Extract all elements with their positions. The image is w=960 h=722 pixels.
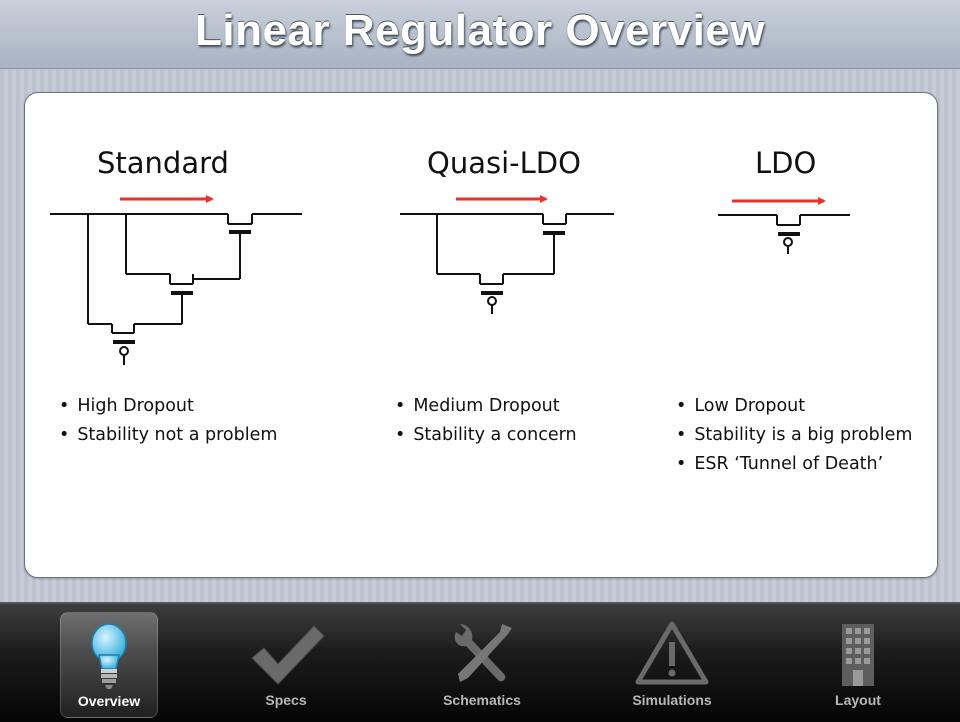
content-panel bbox=[24, 92, 938, 578]
building-icon bbox=[842, 624, 874, 686]
list-item: ESR ‘Tunnel of Death’ bbox=[676, 450, 912, 479]
list-item: Stability not a problem bbox=[59, 421, 277, 450]
tab-label: Simulations bbox=[632, 692, 712, 708]
tab-overview[interactable]: Overview bbox=[60, 612, 158, 718]
quasi-ldo-bullets: Medium Dropout Stability a concern bbox=[395, 392, 577, 450]
tab-simulations[interactable]: Simulations bbox=[624, 612, 720, 716]
warning-icon bbox=[635, 621, 709, 685]
list-item: Stability is a big problem bbox=[676, 421, 912, 450]
page-title: Linear Regulator Overview bbox=[194, 6, 766, 55]
column-title-quasi-ldo: Quasi-LDO bbox=[427, 146, 581, 180]
standard-bullets: High Dropout Stability not a problem bbox=[59, 392, 277, 450]
column-title-ldo: LDO bbox=[755, 146, 817, 180]
standard-circuit bbox=[50, 195, 302, 365]
quasi-ldo-circuit bbox=[400, 195, 614, 314]
tools-icon bbox=[454, 624, 512, 682]
list-item: High Dropout bbox=[59, 392, 277, 421]
lightbulb-icon bbox=[91, 623, 127, 689]
tab-label: Layout bbox=[835, 692, 881, 708]
list-item: Medium Dropout bbox=[395, 392, 577, 421]
ldo-bullets: Low Dropout Stability is a big problem E… bbox=[676, 392, 912, 479]
tab-label: Overview bbox=[77, 693, 141, 709]
checkmark-icon bbox=[251, 625, 325, 685]
tab-label: Specs bbox=[265, 692, 307, 708]
tab-layout[interactable]: Layout bbox=[810, 612, 906, 716]
title-bar: Linear Regulator Overview bbox=[0, 0, 960, 69]
tab-specs[interactable]: Specs bbox=[238, 612, 334, 716]
column-title-standard: Standard bbox=[97, 146, 229, 180]
tab-label: Schematics bbox=[443, 692, 521, 708]
tab-schematics[interactable]: Schematics bbox=[434, 612, 530, 716]
regulator-schematics bbox=[50, 195, 850, 365]
list-item: Low Dropout bbox=[676, 392, 912, 421]
tab-bar: Overview Specs Schematics Simulations bbox=[0, 602, 960, 722]
list-item: Stability a concern bbox=[395, 421, 576, 450]
ldo-circuit bbox=[718, 197, 850, 254]
